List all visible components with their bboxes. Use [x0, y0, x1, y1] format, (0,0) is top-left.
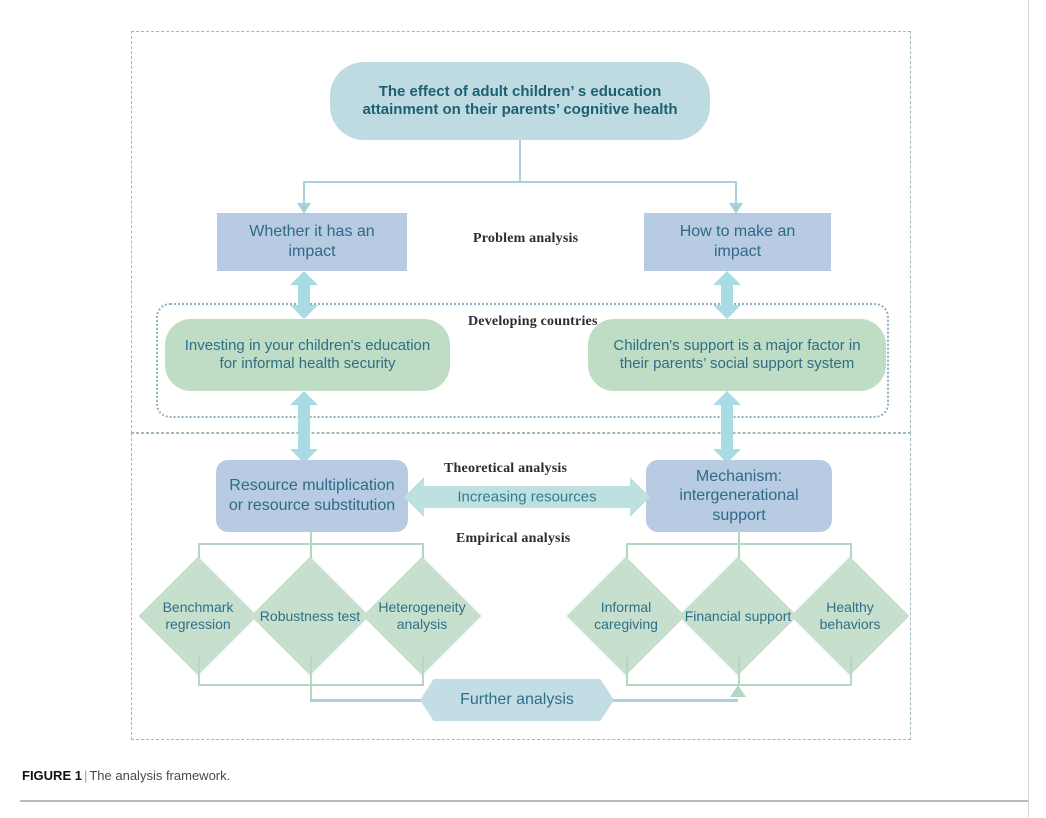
mechanism-box-right-label: Mechanism: intergenerational support — [679, 467, 799, 524]
analysis-panel — [131, 433, 911, 740]
collector-right-drop-3 — [850, 657, 852, 685]
mechanism-box-right: Mechanism: intergenerational support — [646, 460, 832, 532]
bridge-arrowhead-right — [630, 477, 650, 517]
bridge-arrow-label: Increasing resources — [457, 488, 597, 506]
label-empirical-analysis: Empirical analysis — [456, 531, 571, 546]
bridge-arrowhead-left — [404, 477, 424, 517]
context-box-left-label: Investing in your children's education f… — [184, 336, 431, 372]
double-arrow-right-lower — [713, 391, 741, 463]
page-right-rule — [1028, 0, 1029, 818]
diamond-heterogeneity-analysis: Heterogeneity analysis — [362, 556, 482, 676]
diamond-informal-caregiving: Informal caregiving — [566, 556, 686, 676]
further-analysis-node: Further analysis — [420, 679, 614, 721]
double-arrow-left-lower — [290, 391, 318, 463]
collector-left-drop-1 — [198, 657, 200, 685]
diamond-label: Heterogeneity analysis — [378, 599, 466, 632]
root-node-label: The effect of adult children’ s educatio… — [362, 82, 678, 118]
diamond-label: Robustness test — [259, 607, 361, 624]
diamond-label: Benchmark regression — [162, 599, 234, 632]
collector-right-drop-1 — [626, 657, 628, 685]
diamond-benchmark-regression: Benchmark regression — [138, 556, 258, 676]
connector-root-bus — [303, 181, 737, 183]
figure-caption-text: The analysis framework. — [89, 768, 231, 783]
diamond-robustness-test: Robustness test — [250, 556, 370, 676]
context-box-right: Children's support is a major factor in … — [588, 319, 886, 391]
label-theoretical-analysis: Theoretical analysis — [444, 461, 568, 476]
connector-right-stem — [738, 532, 740, 544]
question-box-left-label: Whether it has an impact — [249, 223, 375, 260]
connector-root-to-left — [303, 181, 305, 205]
question-box-right: How to make an impact — [644, 213, 831, 271]
bridge-double-arrow: Increasing resources — [404, 477, 650, 517]
arrowhead-into-right-collector — [730, 685, 746, 697]
developing-countries-panel — [156, 303, 889, 418]
further-bus-right — [610, 699, 738, 702]
figure-caption-label: FIGURE 1 — [22, 768, 82, 783]
arrowhead-to-right-question — [729, 203, 743, 214]
context-box-left: Investing in your children's education f… — [165, 319, 450, 391]
diamond-label: Healthy behaviors — [819, 599, 881, 632]
double-arrow-left-upper — [290, 271, 318, 319]
mechanism-box-left-label: Resource multiplication or resource subs… — [228, 477, 396, 514]
diamond-label: Financial support — [684, 607, 792, 624]
question-box-right-label: How to make an impact — [679, 223, 796, 260]
collector-left-drop-2 — [310, 657, 312, 685]
label-developing-countries: Developing countries — [468, 314, 598, 329]
bridge-arrow-shaft — [422, 486, 632, 508]
connector-root-stem — [519, 140, 521, 182]
problem-analysis-panel — [131, 31, 911, 433]
collector-right-drop-2 — [738, 657, 740, 685]
diamond-financial-support: Financial support — [678, 556, 798, 676]
question-box-left: Whether it has an impact — [217, 213, 407, 271]
double-arrow-right-upper — [713, 271, 741, 319]
caption-divider — [20, 800, 1028, 802]
connector-root-to-right — [735, 181, 737, 205]
arrowhead-to-left-question — [297, 203, 311, 214]
further-analysis-label: Further analysis — [460, 691, 574, 708]
further-bus-left — [310, 699, 430, 702]
mechanism-box-left: Resource multiplication or resource subs… — [216, 460, 408, 532]
figure-caption-separator: | — [83, 768, 88, 783]
figure-caption: FIGURE 1|The analysis framework. — [22, 768, 230, 783]
collector-left-tail — [310, 684, 312, 700]
root-node: The effect of adult children’ s educatio… — [330, 62, 710, 140]
collector-left-drop-3 — [422, 657, 424, 685]
label-problem-analysis: Problem analysis — [473, 231, 579, 246]
context-box-right-label: Children's support is a major factor in … — [613, 336, 861, 372]
diamond-label: Informal caregiving — [594, 599, 658, 632]
diamond-healthy-behaviors: Healthy behaviors — [790, 556, 910, 676]
connector-left-stem — [310, 532, 312, 544]
